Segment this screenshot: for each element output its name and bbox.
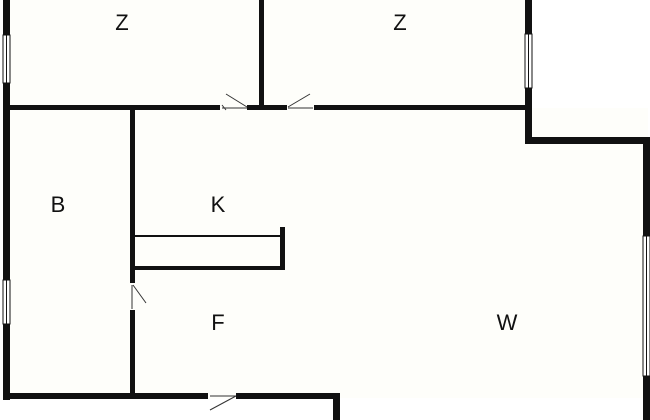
door-top-right-room (287, 93, 314, 110)
wall-bottom-step (333, 393, 340, 420)
door-entrance (208, 393, 237, 411)
windows (2, 33, 650, 377)
wall-bath-upper (130, 108, 135, 283)
doors (130, 93, 314, 411)
room-label-top-right: Z (393, 10, 406, 35)
kitchen-counter-end (280, 227, 285, 270)
window-left-upper (2, 34, 11, 84)
wall-mid-right (314, 105, 528, 110)
floor-top-rooms (8, 0, 528, 108)
wall-top-divider (259, 0, 264, 108)
room-label-bath: B (51, 192, 66, 217)
room-label-kitchen: K (211, 192, 226, 217)
room-label-hall: F (211, 310, 224, 335)
kitchen-counter-bottom (135, 266, 284, 270)
room-label-living: W (497, 310, 518, 335)
door-bathroom (130, 283, 147, 310)
wall-bottom-left (3, 393, 208, 399)
room-labels: Z Z B K F W (51, 10, 518, 335)
door-top-left-room (220, 93, 248, 111)
window-upper-right (524, 33, 533, 89)
floor-main (8, 108, 648, 398)
wall-outer-left (3, 0, 10, 400)
wall-step (525, 137, 650, 144)
window-right (642, 235, 650, 377)
floor-areas (8, 0, 648, 398)
room-label-top-left: Z (115, 10, 128, 35)
window-left-lower (2, 279, 11, 325)
wall-bath-lower (130, 310, 135, 396)
floor-main-top (8, 108, 528, 144)
wall-bottom-right (236, 393, 340, 399)
wall-mid-center (247, 105, 287, 110)
kitchen-counter-top (135, 235, 281, 237)
wall-mid-left (8, 105, 220, 110)
